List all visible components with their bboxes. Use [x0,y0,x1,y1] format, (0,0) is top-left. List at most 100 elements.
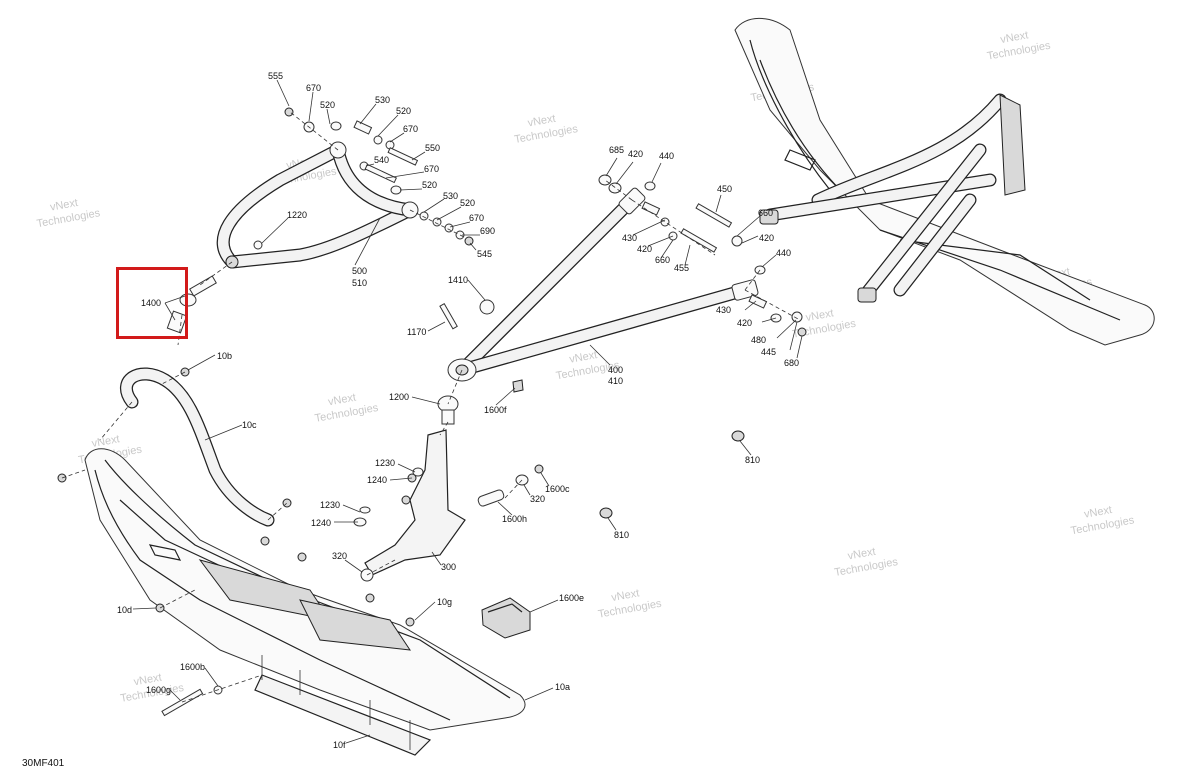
callout-label: 540 [374,155,389,165]
callout-label: 300 [441,562,456,572]
svg-text:vNext: vNext [327,392,357,409]
callout-label: 1600g [146,685,171,695]
callout-label: 445 [761,347,776,357]
svg-text:vNext: vNext [91,433,121,450]
callout-label: 680 [784,358,799,368]
callout-layer: 555 670 520 530 520 670 550 540 670 520 … [117,71,799,750]
svg-text:Technologies: Technologies [314,402,380,425]
callout-label: 685 [609,145,624,155]
assembled-ski-illustration [734,17,1155,346]
hardware-stack-lower [439,174,807,393]
svg-text:vNext: vNext [1083,504,1113,521]
callout-label: 400 [608,365,623,375]
callout-label: 660 [655,255,670,265]
svg-text:vNext: vNext [568,349,598,366]
ball-joint-illustration [166,275,217,334]
svg-text:vNext: vNext [49,197,79,214]
callout-label: 670 [306,83,321,93]
callout-label: 10b [217,351,232,361]
callout-label: 1240 [311,518,331,528]
callout-label: 1400 [141,298,161,308]
watermark: vNext Technologies [986,29,1052,63]
callout-label: 1220 [287,210,307,220]
svg-text:vNext: vNext [133,672,163,689]
document-id: 30MF401 [22,758,65,769]
svg-text:vNext: vNext [847,546,877,563]
callout-label: 430 [622,233,637,243]
svg-text:Technologies: Technologies [36,207,102,230]
svg-text:vNext: vNext [999,29,1029,46]
watermark: vNext Technologies [1070,504,1136,537]
callout-label: 1200 [389,392,409,402]
callout-label: 430 [716,305,731,315]
callout-label: 810 [614,530,629,540]
watermark: vNext Technologies [833,546,899,579]
lower-a-arm-illustration [447,187,759,382]
callout-label: 510 [352,278,367,288]
callout-label: 530 [443,191,458,201]
callout-label: 420 [737,318,752,328]
callout-label: 410 [608,376,623,386]
callout-label: 550 [425,143,440,153]
callout-label: 1410 [448,275,468,285]
ski-loop-illustration [57,367,292,527]
callout-label: 545 [477,249,492,259]
callout-label: 520 [320,100,335,110]
callout-label: 1600b [180,662,205,672]
callout-label: 520 [422,180,437,190]
callout-label: 530 [375,95,390,105]
ski-body-illustration [84,448,526,756]
callout-label: 10a [555,682,570,692]
callout-label: 10f [333,740,346,750]
svg-text:vNext: vNext [610,587,640,604]
svg-text:vNext: vNext [805,307,835,324]
svg-text:Technologies: Technologies [833,556,899,579]
callout-label: 10g [437,597,452,607]
watermark: vNext Technologies [36,197,102,230]
callout-label: 455 [674,263,689,273]
spindle-illustration [353,395,745,582]
callout-label: 1600e [559,593,584,603]
svg-text:Technologies: Technologies [986,40,1052,63]
callout-label: 520 [396,106,411,116]
callout-label: 690 [480,226,495,236]
watermark: vNext Technologies [314,392,380,425]
callout-label: 1600h [502,514,527,524]
callout-label: 10c [242,420,257,430]
callout-label: 480 [751,335,766,345]
highlight-box [116,267,188,339]
leader-lines [132,79,803,744]
callout-label: 440 [776,248,791,258]
callout-label: 10d [117,605,132,615]
callout-label: 670 [403,124,418,134]
callout-label: 1600f [484,405,507,415]
watermark: vNext Technologies [597,587,663,620]
callout-label: 1230 [375,458,395,468]
callout-label: 1230 [320,500,340,510]
callout-label: 420 [637,244,652,254]
wear-pad-illustration [481,597,531,639]
alignment-lines [61,111,801,703]
svg-text:Technologies: Technologies [513,123,579,146]
callout-label: 440 [659,151,674,161]
callout-label: 660 [758,208,773,218]
callout-label: 450 [717,184,732,194]
svg-text:vNext: vNext [527,113,557,130]
callout-label: 670 [469,213,484,223]
callout-label: 520 [460,198,475,208]
callout-label: 1600c [545,484,570,494]
callout-label: 555 [268,71,283,81]
callout-label: 320 [530,494,545,504]
callout-label: 1170 [407,327,426,337]
callout-label: 670 [424,164,439,174]
callout-label: 320 [332,551,347,561]
callout-label: 1240 [367,475,387,485]
svg-text:Technologies: Technologies [1070,514,1136,537]
callout-label: 500 [352,266,367,276]
watermark: vNext Technologies [513,113,579,146]
callout-label: 420 [759,233,774,243]
callout-label: 810 [745,455,760,465]
callout-label: 420 [628,149,643,159]
